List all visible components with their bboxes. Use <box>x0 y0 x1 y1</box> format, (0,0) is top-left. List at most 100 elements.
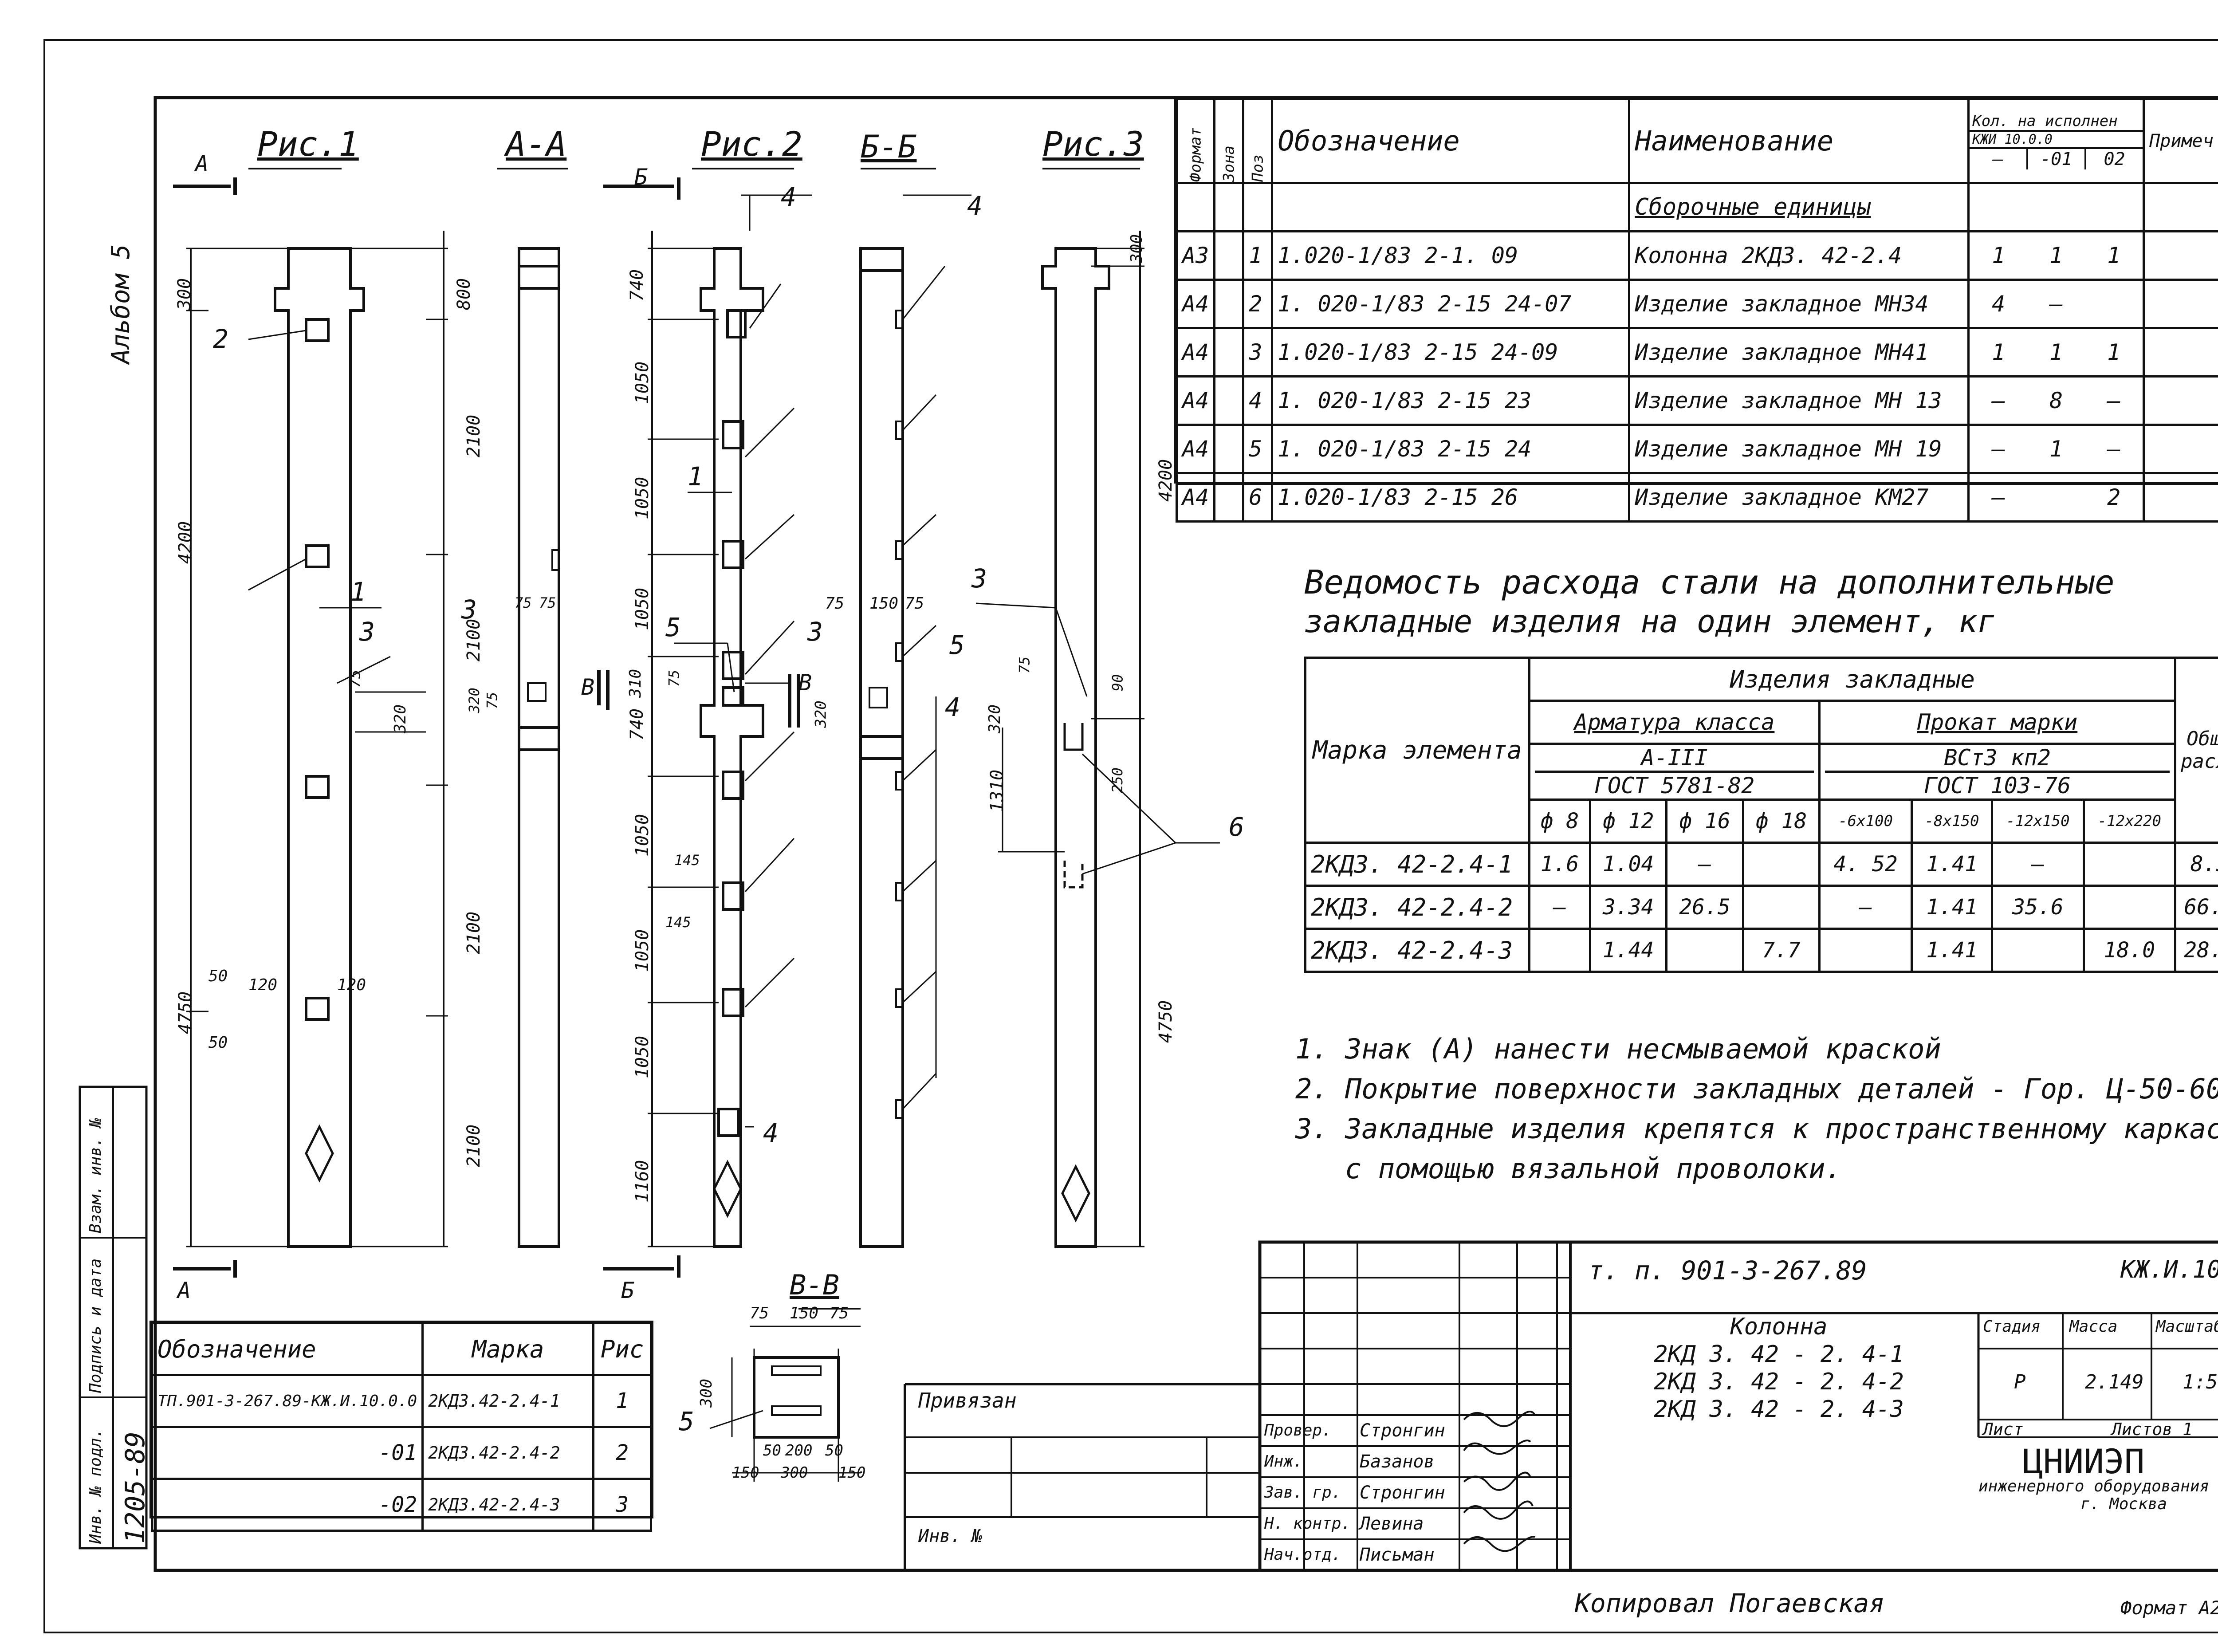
stamp-role: Нач.отд. <box>1264 1546 1341 1564</box>
note-line: с помощью вязальной проволоки. <box>1295 1152 1842 1185</box>
section-bb <box>788 168 971 1248</box>
spec-cell-format: А4 <box>1175 472 1216 523</box>
spec-table: Формат Зона Поз Обозначение Наименование… <box>1175 98 2218 523</box>
dim-label: 50 <box>208 1034 228 1052</box>
stamp-h-scale: Масштаб <box>2156 1318 2218 1336</box>
stamp-names: Стронгин Базанов Стронгин Левина Письман <box>1360 1415 1445 1570</box>
steel-cell <box>1742 885 1821 930</box>
dim-label: 300 <box>781 1464 808 1482</box>
cut-a-bottom: А <box>177 1278 191 1303</box>
spec-cell-q2: — <box>2049 291 2063 317</box>
title-line: 2КД 3. 42 - 2. 4-2 <box>1654 1369 1904 1395</box>
spec-cell-pos: 5 <box>1242 424 1274 474</box>
steel-h-mark: Марка элемента <box>1304 657 1530 844</box>
steel-cell: — <box>1818 885 1913 930</box>
steel-col: -12х150 <box>1991 798 2085 844</box>
sheet-border <box>43 39 2218 1633</box>
spec-cell-q3: 2 <box>2107 484 2121 510</box>
steel-col: ф 16 <box>1665 798 1744 844</box>
stamp-role: Н. контр. <box>1264 1514 1351 1533</box>
spec-cell-designation: 1.020-1/83 2-15 26 <box>1271 472 1631 523</box>
steel-cell: 26.5 <box>1665 885 1744 930</box>
spec-cell-name: Изделие закладное МН 13 <box>1628 375 1970 426</box>
spec-cell-designation: 1.020-1/83 2-15 24-09 <box>1271 327 1631 378</box>
signature <box>1463 1471 1531 1491</box>
stamp-scale: 1:50 <box>2183 1371 2218 1393</box>
spec-cell-name: Изделие закладное МН34 <box>1628 279 1970 329</box>
spec-cell-q3: — <box>2107 436 2121 462</box>
fig3-title: Рис.3 <box>1042 124 1144 164</box>
steel-cell: 7.7 <box>1742 928 1821 973</box>
spec-row: А4 3 1.020-1/83 2-15 24-09 Изделие закла… <box>1175 327 2218 378</box>
leader-1: 1 <box>350 577 366 607</box>
cut-v-right: В <box>798 670 812 696</box>
marks-cell-designation: -02 <box>150 1478 424 1532</box>
leader-5: 5 <box>665 612 681 642</box>
dim-label: 50 <box>825 1442 843 1459</box>
steel-row: 2КД3. 42-2.4-3 1.44 7.7 1.41 18.0 28.55 <box>1304 928 2218 973</box>
steel-col: -12х220 <box>2082 798 2177 844</box>
leader-3: 3 <box>359 617 375 647</box>
dim-label: 150 <box>790 1304 819 1322</box>
spec-cell-q2: 8 <box>2049 388 2063 413</box>
spec-row: А4 2 1. 020-1/83 2-15 24-07 Изделие закл… <box>1175 279 2218 329</box>
spec-h-qty-sub: КЖИ 10.0.0 <box>1972 132 2053 147</box>
steel-cell <box>1528 928 1591 973</box>
section-aa <box>497 168 610 1248</box>
section-aa-title: А-А <box>506 124 567 164</box>
steel-rebar-class: А-III <box>1641 745 1708 771</box>
spec-h-designation: Обозначение <box>1271 98 1631 184</box>
steel-cell: 1.41 <box>1910 928 1994 973</box>
dim-label: 150 <box>732 1464 759 1482</box>
note-line: 3. Закладные изделия крепятся к простран… <box>1295 1113 2218 1145</box>
spec-h-name: Наименование <box>1628 98 1970 184</box>
leader-4: 4 <box>763 1118 779 1148</box>
steel-cell <box>1665 928 1744 973</box>
spec-h-q2: -01 <box>2028 149 2086 169</box>
spec-cell-designation: 1. 020-1/83 2-15 24 <box>1271 424 1631 474</box>
leader-4: 4 <box>781 182 796 212</box>
dim-label: 150 <box>838 1464 866 1482</box>
marks-cell-designation: -01 <box>150 1426 424 1480</box>
stamp-role: Провер. <box>1264 1421 1332 1440</box>
dim-label: 75 <box>750 1304 769 1322</box>
fig1-column <box>173 168 448 1278</box>
spec-cell-q3: 1 <box>2107 243 2121 268</box>
steel-cell: — <box>1665 842 1744 887</box>
steel-rolled-gost: ГОСТ 103-76 <box>1825 771 2170 798</box>
spec-cell-q1: — <box>1992 484 2006 510</box>
leader-4: 4 <box>967 191 983 221</box>
steel-cell <box>1991 928 2085 973</box>
steel-h-rolled: Прокат марки <box>1818 700 2177 745</box>
steel-cell <box>2082 885 2177 930</box>
dim-label: 145 <box>665 914 691 931</box>
dim-label: 120 <box>337 976 366 994</box>
section-vv <box>709 1308 861 1482</box>
spec-cell-format: А3 <box>1175 230 1216 281</box>
steel-cell: 1.6 <box>1528 842 1591 887</box>
leader-3: 3 <box>807 617 823 647</box>
spec-cell-pos: 2 <box>1242 279 1274 329</box>
signature <box>1463 1500 1534 1520</box>
spec-cell-pos: 3 <box>1242 327 1274 378</box>
steel-h-items: Изделия закладные <box>1528 657 2177 702</box>
copied-by: Копировал Погаевская <box>1575 1588 1885 1618</box>
stamp-stage: Р <box>2014 1371 2026 1393</box>
steel-cell <box>2082 842 2177 887</box>
marks-cell-fig: 2 <box>592 1426 652 1480</box>
stamp-name: Письман <box>1360 1545 1435 1565</box>
leader-6: 6 <box>1229 812 1244 842</box>
steel-cell: 18.0 <box>2082 928 2177 973</box>
spec-cell-pos: 4 <box>1242 375 1274 426</box>
stamp-name: Стронгин <box>1360 1420 1445 1441</box>
stamp-privyazan: Привязан <box>918 1388 1017 1412</box>
stamp-sheets: Листов 1 <box>2112 1420 2193 1439</box>
spec-cell-q1: 4 <box>1992 291 2006 317</box>
steel-cell: 1.41 <box>1910 885 1994 930</box>
marks-row: -02 2КД3.42-2.4-3 3 <box>150 1478 652 1532</box>
leader-3: 3 <box>971 563 987 594</box>
spec-row: А4 5 1. 020-1/83 2-15 24 Изделие закладн… <box>1175 424 2218 474</box>
leader-2: 2 <box>213 324 228 354</box>
steel-rolled-mark: ВСт3 кп2 <box>1944 745 2051 771</box>
